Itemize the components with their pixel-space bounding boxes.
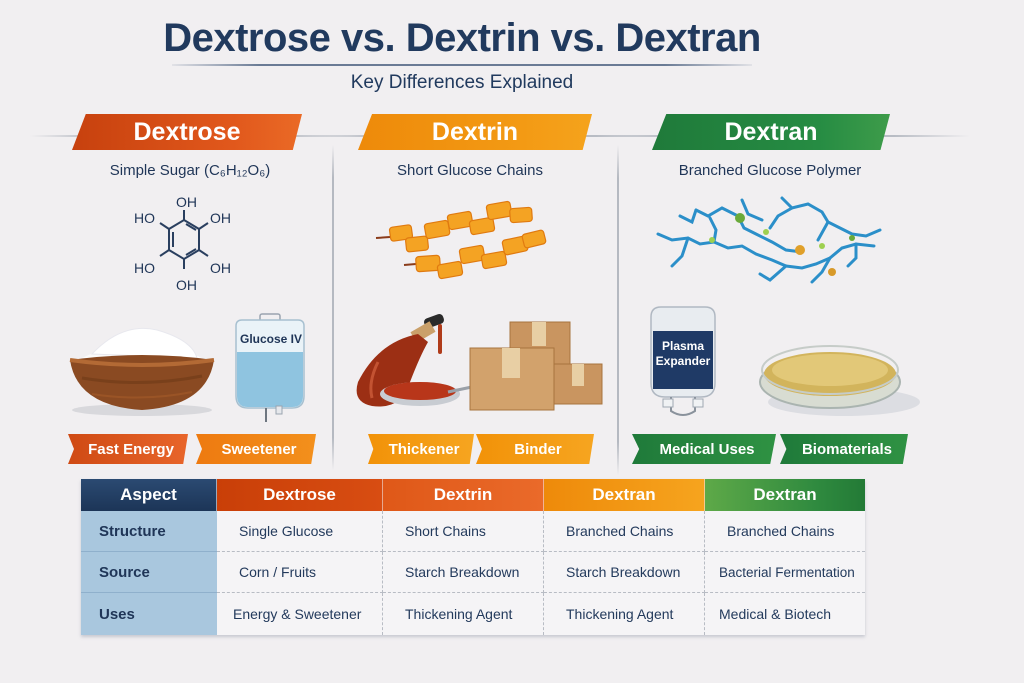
dextrose-banner: Dextrose (72, 114, 302, 150)
section-divider-1 (332, 145, 334, 470)
page-subtitle: Key Differences Explained (350, 72, 574, 93)
section-divider-2 (617, 145, 619, 475)
table-cell: Corn / Fruits (217, 552, 383, 593)
cardboard-boxes-illustration (466, 318, 606, 414)
table-cell: Short Chains (383, 511, 544, 552)
table-row-label-uses: Uses (81, 593, 217, 635)
page-title: Dextrose vs. Dextrin vs. Dextran (163, 16, 761, 60)
sauce-illustration (348, 312, 488, 416)
dextran-banner: Dextran (652, 114, 890, 150)
oh-label-lower-right: OH (210, 260, 231, 276)
table-cell: Branched Chains (544, 511, 705, 552)
oh-label-bottom: OH (176, 277, 197, 293)
petri-dish-illustration (752, 330, 922, 420)
iv-bag-label: Glucose IV (240, 332, 303, 346)
plasma-bag-label-line1: Plasma (661, 339, 705, 353)
hexagon-ring-icon (159, 210, 209, 269)
tag-binder: Binder (476, 434, 594, 464)
ho-label-lower-left: HO (134, 260, 155, 276)
table-header-dextran-orange: Dextran (544, 479, 705, 511)
dextrin-banner: Dextrin (358, 114, 592, 150)
plasma-bag-label-line2: Expander (655, 354, 711, 368)
plasma-expander-bag-illustration: Plasma Expander (645, 303, 721, 423)
comparison-table: Aspect Dextrose Dextrin Dextran Dextran … (81, 479, 865, 635)
dextrin-description: Short Glucose Chains (397, 162, 543, 179)
sugar-bowl-illustration (62, 318, 222, 418)
dextran-description: Branched Glucose Polymer (678, 162, 862, 179)
title-divider (172, 64, 752, 66)
table-cell: Thickening Agent (544, 593, 705, 635)
table-cell: Starch Breakdown (544, 552, 705, 593)
table-cell: Energy & Sweetener (217, 593, 383, 635)
table-header-dextran-green: Dextran (705, 479, 865, 511)
tag-biomaterials: Biomaterials (780, 434, 908, 464)
tag-thickener: Thickener (368, 434, 474, 464)
table-header-dextrin: Dextrin (383, 479, 544, 511)
glucose-ring-diagram: OH HO OH HO OH OH (128, 192, 248, 297)
table-cell: Medical & Biotech (719, 606, 832, 622)
dextrose-description: Simple Sugar (C₆H₁₂O₆) (109, 162, 271, 179)
table-row-label-source: Source (81, 552, 217, 593)
table-header-dextrose: Dextrose (217, 479, 383, 511)
glucose-iv-bag-illustration: Glucose IV (232, 312, 308, 422)
table-header-aspect: Aspect (81, 479, 217, 511)
oh-label-top: OH (176, 194, 197, 210)
table-cell: Thickening Agent (383, 593, 544, 635)
ho-label-upper-left: HO (134, 210, 155, 226)
tag-fast-energy: Fast Energy (68, 434, 188, 464)
oh-label-upper-right: OH (210, 210, 231, 226)
branched-polymer-illustration (652, 186, 902, 298)
table-cell: Bacterial Fermentation (705, 552, 865, 593)
tag-sweetener: Sweetener (196, 434, 316, 464)
table-row-label-structure: Structure (81, 511, 217, 552)
tag-medical-uses: Medical Uses (632, 434, 776, 464)
short-glucose-chains-illustration (370, 196, 580, 286)
table-cell: Starch Breakdown (383, 552, 544, 593)
plasma-bag-label: Plasma Expander (645, 339, 721, 369)
table-cell: Single Glucose (217, 511, 383, 552)
table-cell: Branched Chains (705, 511, 865, 552)
